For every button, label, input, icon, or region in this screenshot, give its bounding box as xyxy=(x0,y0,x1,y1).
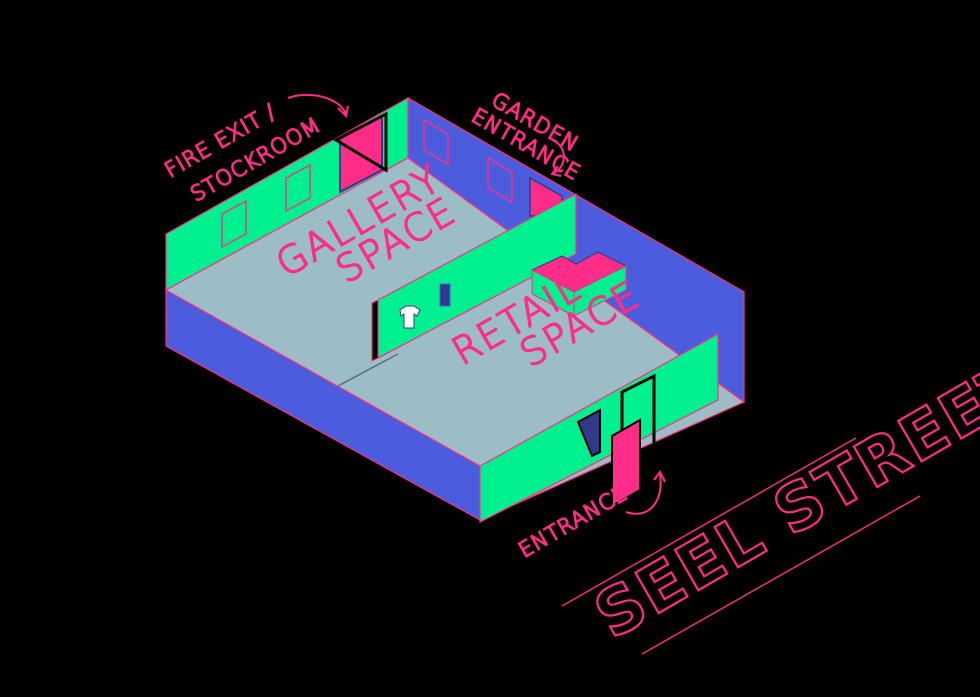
t-shirt-icon xyxy=(399,305,421,329)
entrance-door xyxy=(611,418,641,508)
street-line-top xyxy=(561,437,857,607)
wall-frame xyxy=(221,199,247,249)
partition-wall-edge xyxy=(371,299,379,362)
wall-frame xyxy=(487,156,513,204)
street-line-bottom xyxy=(641,495,921,655)
entrance-window xyxy=(576,408,601,458)
counter-side xyxy=(573,265,627,317)
garment-icon xyxy=(439,283,451,307)
wall-frame xyxy=(285,163,311,213)
fire-exit-doorframe xyxy=(332,111,388,173)
floor-division-line xyxy=(337,353,399,387)
curved-arrow-icon xyxy=(287,93,349,119)
curved-arrow-icon xyxy=(550,141,565,177)
curved-arrow-icon xyxy=(625,470,666,515)
wall-frame xyxy=(423,118,449,166)
